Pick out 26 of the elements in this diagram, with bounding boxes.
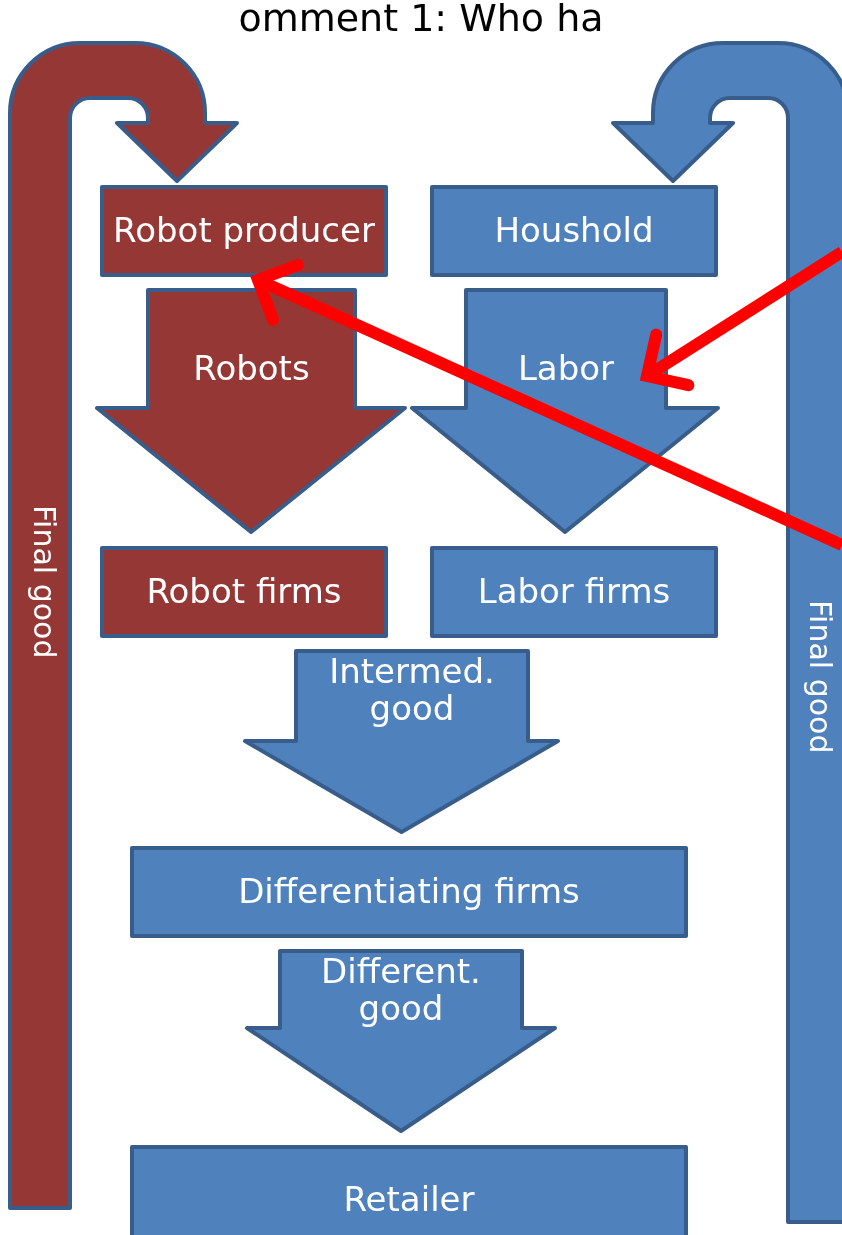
edge-label: Different. good	[320, 953, 482, 1027]
edge-label: Intermed. good	[328, 653, 496, 727]
edge-label: Robots	[192, 350, 311, 387]
u-turn-arrow	[611, 41, 842, 1224]
process-box	[130, 846, 688, 938]
node-label: Retailer	[343, 1182, 475, 1218]
title: omment 1: Who ha	[237, 0, 605, 40]
edge-label: Final good	[27, 505, 60, 661]
process-box	[430, 185, 718, 277]
block-arrow	[245, 949, 557, 1133]
edge-label: Labor	[516, 350, 616, 387]
node-label: Robot producer	[113, 213, 375, 249]
u-turn-arrow	[8, 41, 239, 1210]
block-arrow	[410, 288, 720, 534]
node-label: Houshold	[494, 213, 654, 249]
block-arrow	[243, 649, 560, 834]
node-label: Robot firms	[146, 574, 342, 610]
process-box	[430, 546, 718, 638]
node-label: Labor firms	[477, 574, 671, 610]
node-label: Differentiating firms	[238, 874, 580, 910]
process-box	[100, 546, 388, 638]
edge-label: Final good	[803, 600, 836, 756]
arrow	[252, 259, 842, 551]
process-box	[130, 1145, 688, 1235]
block-arrow	[95, 288, 407, 534]
process-box	[100, 185, 388, 277]
